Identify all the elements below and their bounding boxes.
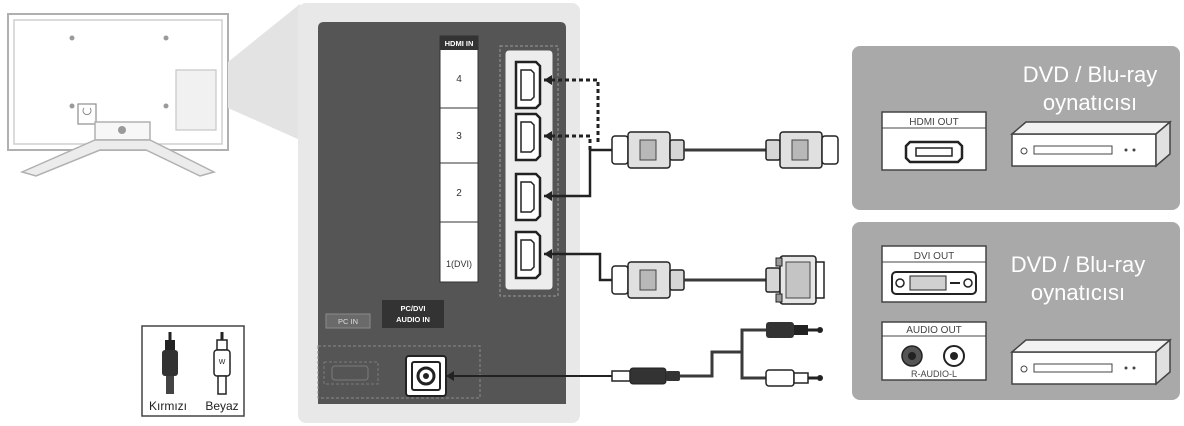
tv-thumbnail [7,13,229,177]
audio-out-label: AUDIO OUT [906,325,962,336]
audio-cable [446,322,823,387]
hdmi-out-label: HDMI OUT [909,117,958,128]
color-legend: Kırmızı W Beyaz [141,325,245,417]
device-1-title-line1: DVD / Blu-ray [1023,62,1157,87]
white-plug-icon: W [213,332,231,395]
hdmi-ports [514,60,542,280]
bluray-player-1 [1009,120,1173,168]
hdmi-port-label-4: 4 [456,74,462,85]
hdmi-port-label-1-dvi: 1(DVI) [446,259,472,269]
hdmi-port-label-2: 2 [456,188,462,199]
audio-out-panel [881,321,987,381]
device-2-title-line2: oynatıcısı [1031,280,1125,305]
pc-in-port-outline [323,361,379,385]
white-plug-mark: W [219,359,226,366]
hdmi-port-label-3: 3 [456,131,462,142]
hdmi-dvi-cable [544,249,825,305]
dvi-out-port[interactable] [891,271,977,295]
device-1-title-line2: oynatıcısı [1043,90,1137,115]
device-box-1: DVD / Blu-ray oynatıcısı HDMI OUT [852,46,1180,210]
hdmi-header-label: HDMI IN [445,39,474,48]
audio-out-sublabel: R-AUDIO-L [911,369,957,379]
pc-in-label: PC IN [338,317,358,326]
hdmi-label-column: HDMI IN 4 3 2 1(DVI) [439,35,479,283]
pc-in-label-box [325,313,371,329]
hdmi-port-3[interactable] [514,112,542,162]
device-box-2: DVD / Blu-ray oynatıcısı DVI OUT AUDIO O… [852,222,1180,400]
audio-in-jack[interactable] [405,355,447,397]
legend-white-label: Beyaz [205,399,238,413]
red-plug-icon [162,332,178,394]
hdmi-port-4[interactable] [514,60,542,110]
bluray-player-2 [1009,338,1173,386]
legend-red-label: Kırmızı [149,399,187,413]
dvi-out-label: DVI OUT [914,251,955,262]
pc-dvi-audio-label-box [382,300,444,328]
lower-port-frame [317,345,481,399]
hdmi-cable [544,75,839,201]
device-2-title-line1: DVD / Blu-ray [1011,252,1145,277]
pc-dvi-label: PC/DVI [400,304,425,313]
hdmi-port-frame [499,45,559,297]
hdmi-port-2[interactable] [514,172,542,222]
hdmi-port-1-dvi[interactable] [514,230,542,280]
zoom-connector [228,4,300,140]
hdmi-out-port[interactable] [904,140,964,164]
audio-in-label: AUDIO IN [396,315,430,324]
